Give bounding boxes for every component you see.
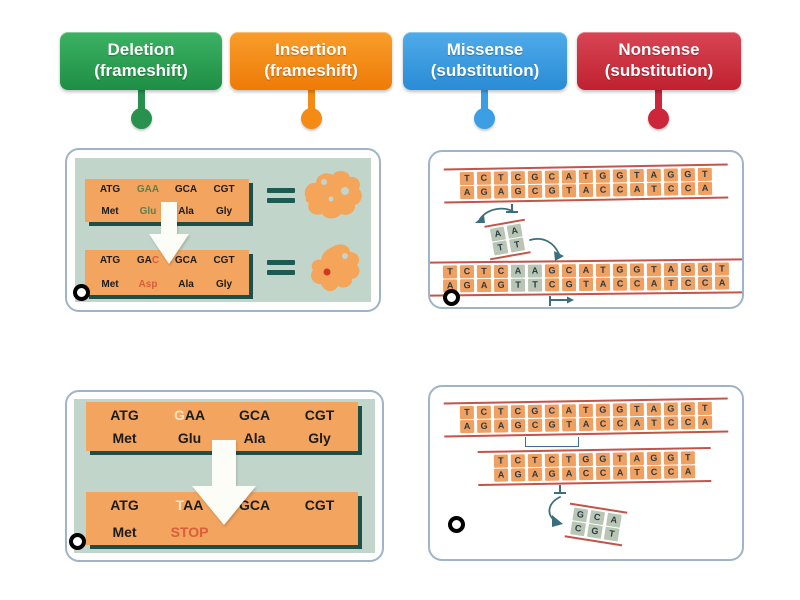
pin-circle [648,108,669,129]
pin-circle [131,108,152,129]
drop-marker-insertion[interactable] [443,289,460,306]
label-text-line2: (substitution) [604,61,714,80]
label-text-line1: Insertion [275,40,347,60]
insertion-point-icon [506,204,518,213]
label-text-line2: (frameshift) [94,61,188,80]
protein-normal-icon [304,171,362,219]
label-text-line2: (substitution) [430,61,540,80]
protein-mutated-icon [310,244,360,292]
pin-circle [474,108,495,129]
deleted-region-bracket [525,437,579,447]
pin-stem [138,88,145,110]
draggable-label-insertion[interactable]: Insertion (frameshift) [230,32,392,90]
label-text-line1: Nonsense [618,40,700,60]
label-text-line1: Deletion [107,40,175,60]
equals-icon [267,188,295,203]
drop-marker-nonsense[interactable] [69,533,86,550]
draggable-label-missense[interactable]: Missense (substitution) [403,32,567,90]
pin-stem [308,88,315,110]
drop-marker-deletion[interactable] [448,516,465,533]
drop-marker-missense[interactable] [73,284,90,301]
reading-start-arrow-icon [549,296,574,306]
label-text-line1: Missense [446,40,524,60]
deletion-point-icon [554,485,566,494]
draggable-label-nonsense[interactable]: Nonsense (substitution) [577,32,741,90]
pin-circle [301,108,322,129]
draggable-label-deletion[interactable]: Deletion (frameshift) [60,32,222,90]
label-text-line2: (frameshift) [264,61,358,80]
equals-icon [267,260,295,275]
pin-stem [655,88,662,110]
pin-stem [481,88,488,110]
